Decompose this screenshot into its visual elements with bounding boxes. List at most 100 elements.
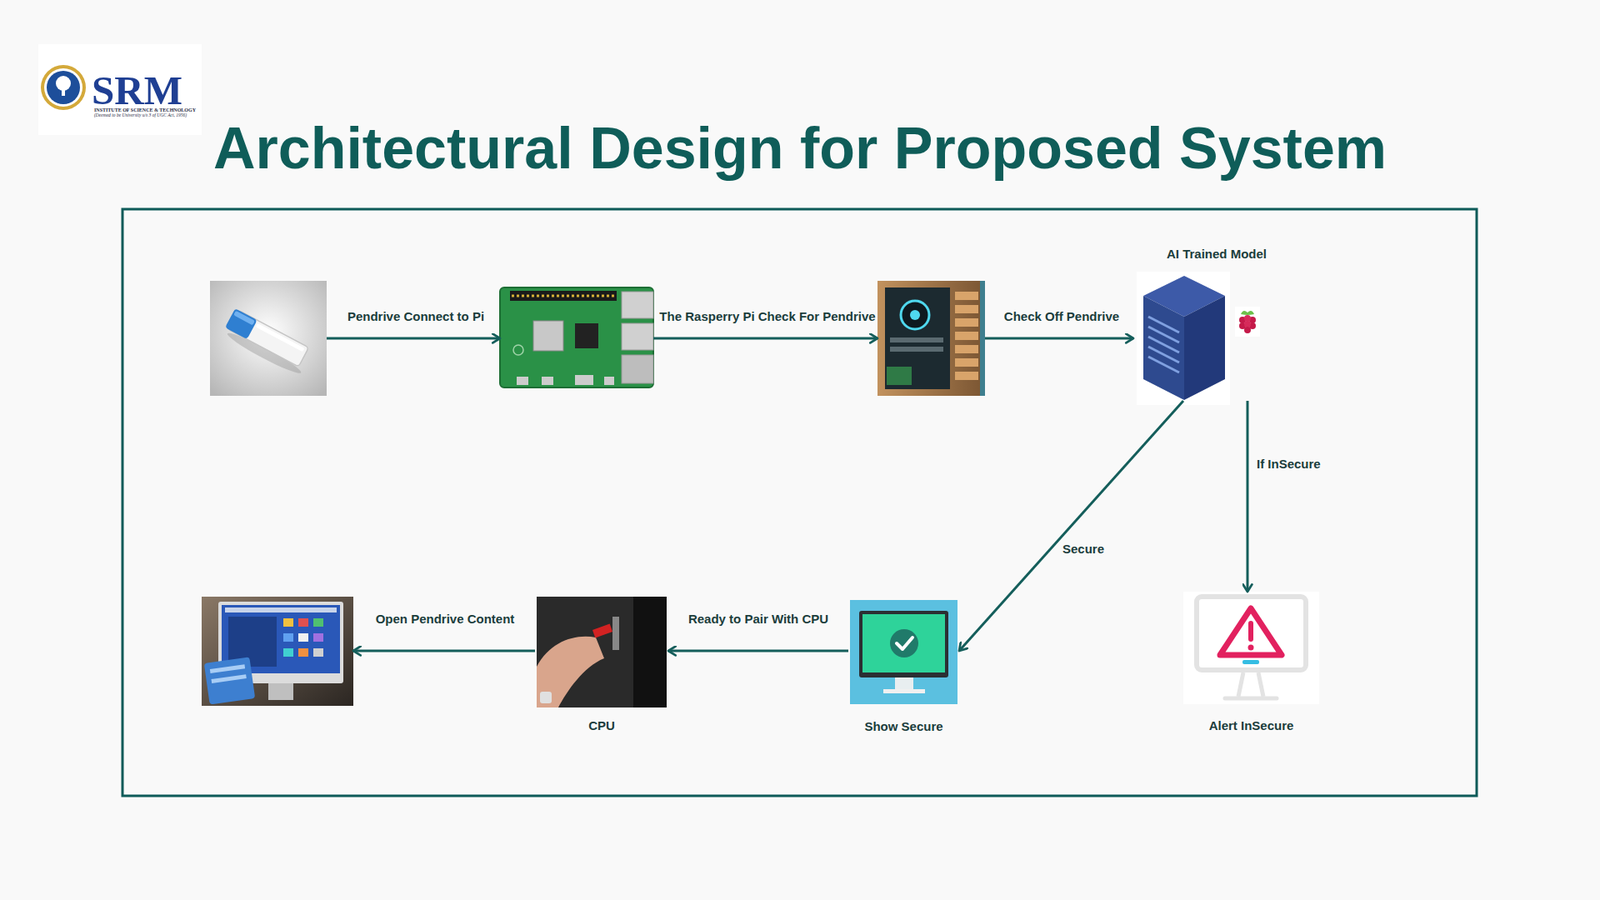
picture-area — [1181, 591, 1321, 705]
raspberry-icon — [1235, 306, 1260, 337]
flow-arrow — [668, 650, 849, 653]
computer-case-picture-part — [900, 300, 930, 330]
picture-area — [535, 596, 669, 708]
raspberry-pi-picture-part — [510, 290, 617, 301]
computer-case-picture-part — [955, 358, 979, 367]
mac-photo-part — [298, 633, 309, 642]
raspberry-pi-picture-part — [575, 323, 599, 349]
picture-area — [877, 280, 985, 396]
mac-photo-part — [313, 618, 324, 627]
mac-photo-part — [210, 664, 245, 674]
raspberry-icon-part — [1235, 306, 1260, 337]
picture-area — [201, 596, 354, 706]
logo-part — [61, 86, 65, 96]
raspberry-pi-picture-part — [511, 295, 615, 298]
alert-monitor-picture — [1183, 591, 1320, 705]
alert-monitor-picture-part — [1248, 623, 1254, 640]
logo-part — [44, 68, 83, 107]
mac-photo-part — [268, 683, 294, 700]
mac-photo-part — [211, 674, 247, 684]
server-picture-part — [1143, 295, 1185, 400]
server-picture-part — [1148, 356, 1180, 373]
raspberry-pi-picture-part — [621, 323, 654, 350]
pendrive-picture-part — [210, 280, 327, 396]
secure-monitor-picture-part — [895, 677, 914, 690]
computer-case-picture-part — [955, 345, 979, 354]
server-picture-part — [1184, 295, 1225, 400]
server-picture-part — [1136, 271, 1230, 405]
mac-photo-part — [283, 633, 294, 642]
node-caption: Show Secure — [848, 719, 960, 735]
alert-monitor-picture-part — [1220, 608, 1282, 655]
cpu-photo-part — [633, 596, 667, 708]
logo — [38, 44, 202, 135]
edge-label: If InSecure — [1255, 456, 1323, 472]
computer-case-picture-part — [910, 310, 920, 320]
raspberry-icon-part — [1244, 326, 1251, 334]
computer-node — [877, 280, 985, 396]
raspberry-pi-node — [500, 287, 654, 388]
logo-part — [40, 65, 86, 110]
raspberry-pi-picture-part — [604, 376, 615, 385]
node-caption: CPU — [535, 718, 669, 734]
logo-wordmark: SRM — [91, 70, 183, 111]
raspberry-pi-picture-part — [575, 375, 594, 385]
alert-monitor-picture-part — [1183, 591, 1320, 705]
computer-case-picture-part — [955, 305, 979, 314]
raspberry-pi-picture-part — [541, 376, 554, 385]
page-title: Architectural Design for Proposed System — [0, 119, 1600, 178]
pendrive-picture-part-part — [233, 310, 255, 326]
computer-case-picture-part — [980, 280, 985, 396]
cpu-photo-part — [536, 596, 667, 708]
mac-photo-part — [225, 607, 337, 613]
alert-monitor-picture-part — [1225, 696, 1277, 701]
mac-photo-part — [298, 618, 309, 627]
pendrive-node — [210, 280, 327, 396]
mac-photo — [201, 596, 354, 706]
logo-part — [38, 44, 202, 135]
alert-monitor-picture-part — [1248, 645, 1255, 651]
computer-case-picture-part — [955, 318, 979, 327]
flow-arrow — [653, 337, 878, 340]
node-caption: AI Trained Model — [1158, 246, 1275, 262]
mac-photo-part — [283, 648, 294, 657]
raspberry-pi-picture-part — [516, 376, 529, 385]
flow-arrow — [1246, 400, 1250, 592]
raspberry-icon-part — [1244, 320, 1251, 328]
logo-subtitle: INSTITUTE OF SCIENCE & TECHNOLOGY — [94, 107, 196, 113]
alert-monitor-picture-part — [1242, 660, 1260, 665]
flow-arrow — [959, 400, 1184, 651]
alert-monitor-picture-part — [1238, 672, 1264, 697]
picture-area — [500, 287, 654, 388]
mac-photo-part — [283, 618, 294, 627]
cpu-photo-part — [536, 636, 605, 708]
cpu-node: CPU — [535, 596, 669, 734]
computer-case-picture — [877, 280, 985, 396]
node-caption: Alert InSecure — [1181, 718, 1321, 734]
cpu-photo-part — [612, 616, 620, 650]
picture-area — [848, 600, 960, 705]
raspberry-pi-picture-part — [533, 320, 564, 351]
pendrive-picture-part — [220, 308, 314, 377]
edge-label: Open Pendrive Content — [374, 611, 517, 627]
raspberry-icon-part — [1244, 315, 1251, 322]
flow-arrow — [326, 337, 500, 340]
mac-photo-part — [201, 596, 354, 706]
pendrive-picture — [210, 280, 327, 396]
flow-arrow — [985, 337, 1134, 340]
secure-node: Show Secure — [848, 600, 960, 735]
computer-case-picture-part — [886, 366, 912, 385]
computer-case-picture-part — [885, 287, 950, 390]
pendrive-picture-part-part — [228, 310, 310, 367]
edge-label: Check Off Pendrive — [1002, 309, 1121, 325]
flow-arrow — [353, 650, 535, 653]
computer-case-picture-part — [955, 371, 979, 380]
edge-label: Secure — [1060, 541, 1106, 557]
secure-monitor-picture-part — [850, 600, 958, 705]
alert-monitor-picture-part — [1196, 596, 1306, 670]
mac-photo-part — [298, 648, 309, 657]
secure-monitor-picture-part — [896, 637, 913, 650]
cpu-photo-part — [540, 691, 552, 704]
mac-photo-part — [204, 656, 255, 705]
